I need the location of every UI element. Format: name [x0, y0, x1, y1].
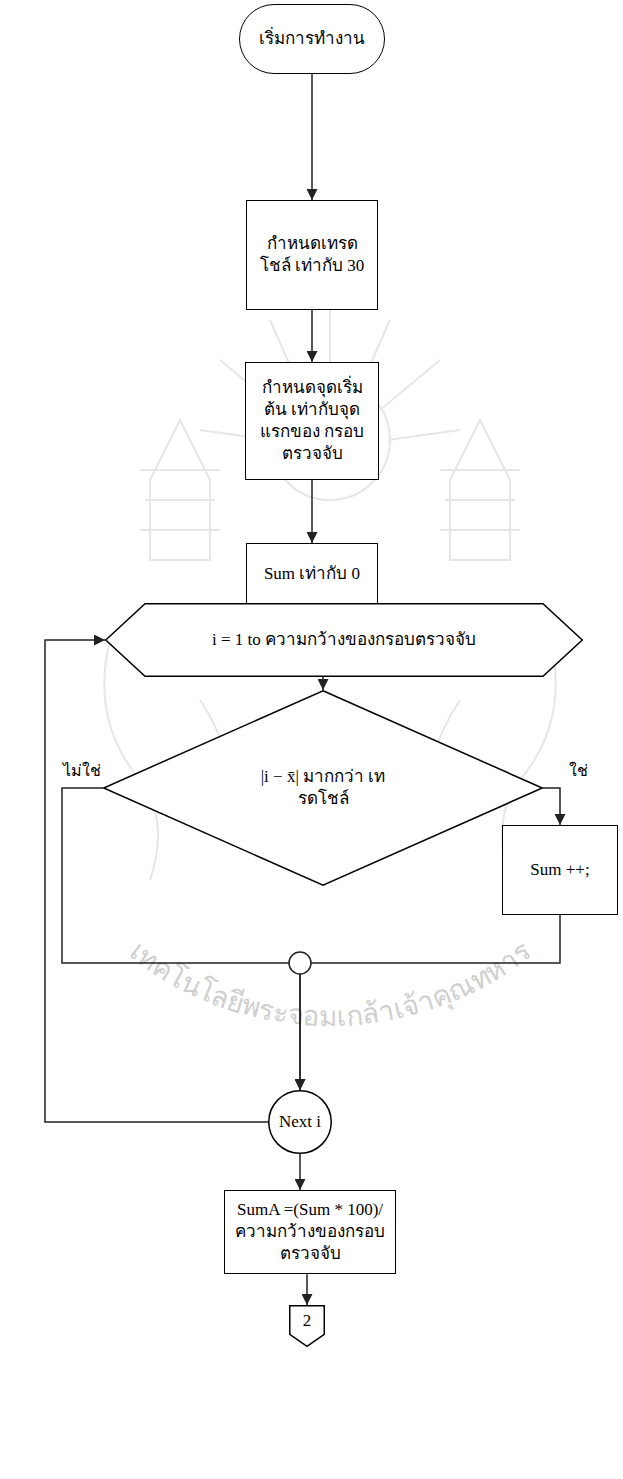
text-block: 2 — [303, 1310, 312, 1332]
node-text: กำหนดจุดเริ่มต้น เท่ากับจุดแรกของ กรอบตร… — [256, 377, 368, 465]
node-text: SumA =(Sum * 100)/ ความกว้างของกรอบตรวจจ… — [235, 1199, 385, 1265]
junction-circle — [289, 952, 311, 974]
node-text: i = 1 to ความกว้างของกรอบตรวจจับ — [212, 629, 476, 651]
process-box: กำหนดจุดเริ่มต้น เท่ากับจุดแรกของ กรอบตร… — [245, 362, 379, 480]
flow-arrow — [322, 677, 324, 690]
node-text: |i − x̄| มากกว่า เทรดโชล์ — [258, 766, 388, 810]
flow-arrow — [306, 1274, 308, 1305]
text-block: กำหนดเทรดโชล์ เท่ากับ 30 — [257, 233, 367, 277]
branch-label: ไม่ใช่ — [60, 758, 104, 783]
process-box: SumA =(Sum * 100)/ ความกว้างของกรอบตรวจจ… — [224, 1190, 396, 1274]
branch-label: ใช่ — [566, 758, 591, 783]
flow-arrow — [543, 788, 560, 825]
offpage-connector: 2 — [289, 1305, 325, 1347]
flow-arrow — [300, 915, 560, 1090]
node-text: เริ่มการทำงาน — [259, 28, 365, 50]
loop-end-circle: Next i — [268, 1090, 332, 1154]
flow-arrow — [311, 480, 313, 543]
decision-diamond: |i − x̄| มากกว่า เทรดโชล์ — [103, 690, 543, 886]
flow-arrow — [311, 310, 313, 362]
text-block: เริ่มการทำงาน — [259, 28, 365, 50]
flow-arrow — [45, 640, 268, 1122]
text-block: |i − x̄| มากกว่า เทรดโชล์ — [258, 766, 388, 810]
text-block: Sum เท่ากับ 0 — [264, 563, 360, 585]
loop-hexagon: i = 1 to ความกว้างของกรอบตรวจจับ — [105, 603, 583, 677]
flow-arrow — [311, 74, 313, 200]
process-box: Sum เท่ากับ 0 — [246, 543, 378, 605]
node-text: 2 — [303, 1310, 312, 1332]
text-block: Next i — [279, 1111, 321, 1133]
text-block: SumA =(Sum * 100)/ ความกว้างของกรอบตรวจจ… — [235, 1199, 385, 1265]
text-block: กำหนดจุดเริ่มต้น เท่ากับจุดแรกของ กรอบตร… — [256, 377, 368, 465]
node-text: กำหนดเทรดโชล์ เท่ากับ 30 — [257, 233, 367, 277]
flow-arrow — [299, 1154, 301, 1190]
start-terminal: เริ่มการทำงาน — [239, 4, 385, 74]
process-box: กำหนดเทรดโชล์ เท่ากับ 30 — [246, 200, 378, 310]
decision-diamond-outline — [103, 690, 543, 886]
process-box: Sum ++; — [502, 825, 618, 915]
text-block: Sum ++; — [530, 859, 589, 881]
text-block: i = 1 to ความกว้างของกรอบตรวจจับ — [212, 629, 476, 651]
node-text: Sum ++; — [530, 859, 589, 881]
node-text: Sum เท่ากับ 0 — [264, 563, 360, 585]
watermark-text: เทคโนโลยีพระจอมเกล้าเจ้าคุณทหาร — [124, 936, 536, 1032]
node-text: Next i — [279, 1111, 321, 1133]
